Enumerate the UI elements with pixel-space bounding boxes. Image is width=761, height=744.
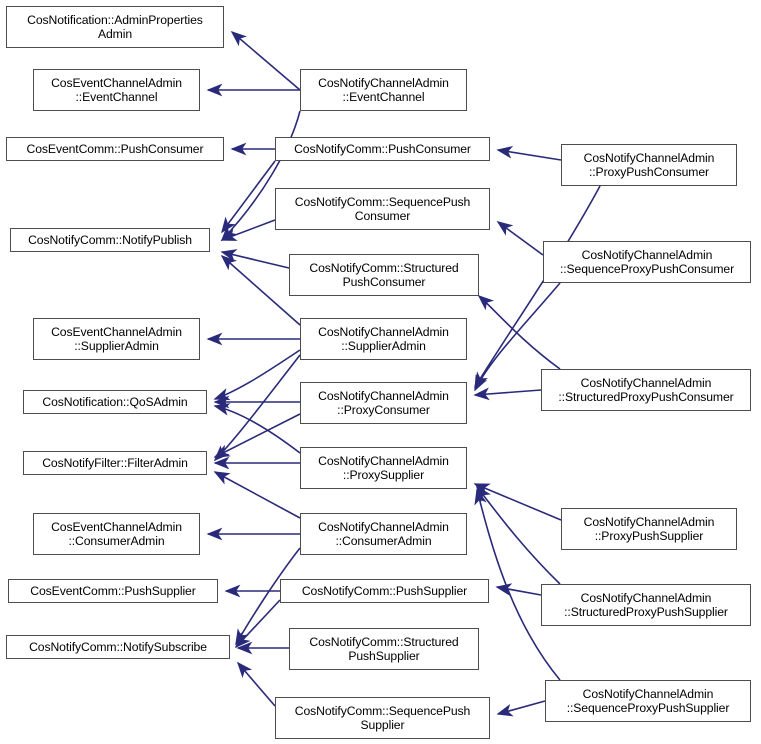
class-node[interactable]: CosNotifyChannelAdmin ::SequenceProxyPus… (543, 241, 751, 283)
class-node[interactable]: CosNotifyComm::SequencePush Supplier (275, 697, 490, 739)
class-node[interactable]: CosNotifyComm::Structured PushConsumer (289, 254, 479, 296)
class-node[interactable]: CosNotifyChannelAdmin ::ProxySupplier (300, 447, 467, 489)
inheritance-edge (236, 661, 276, 707)
inheritance-edge (213, 413, 301, 458)
class-node[interactable]: CosNotifyChannelAdmin ::StructuredProxyP… (541, 369, 751, 411)
inheritance-edge (221, 160, 276, 234)
inheritance-edge (496, 700, 546, 717)
class-node[interactable]: CosNotifyChannelAdmin ::ProxyPushSupplie… (561, 508, 737, 550)
inheritance-edge (213, 403, 301, 454)
class-node[interactable]: CosNotifyComm::Structured PushSupplier (289, 628, 479, 670)
class-node[interactable]: CosNotifyComm::NotifySubscribe (6, 635, 230, 659)
class-node[interactable]: CosNotifyChannelAdmin ::ConsumerAdmin (300, 513, 467, 555)
class-node[interactable]: CosNotifyComm::SequencePush Consumer (275, 188, 490, 230)
class-node[interactable]: CosNotification::AdminProperties Admin (6, 6, 224, 48)
class-node[interactable]: CosNotifyFilter::FilterAdmin (23, 451, 207, 475)
class-node[interactable]: CosNotifyChannelAdmin ::ProxyConsumer (300, 382, 467, 424)
inheritance-edge (496, 145, 562, 161)
class-node[interactable]: CosNotification::QoSAdmin (23, 390, 207, 414)
inheritance-edge (220, 219, 276, 241)
class-node[interactable]: CosNotifyChannelAdmin ::ProxyPushConsume… (561, 144, 737, 186)
class-node[interactable]: CosEventComm::PushConsumer (6, 137, 224, 161)
class-node[interactable]: CosEventChannelAdmin ::EventChannel (33, 69, 200, 111)
inheritance-edge (474, 185, 601, 389)
class-node[interactable]: CosEventChannelAdmin ::SupplierAdmin (33, 318, 200, 360)
inheritance-edge (230, 30, 301, 91)
inheritance-edge (220, 249, 290, 269)
inheritance-edge (495, 583, 542, 596)
class-node[interactable]: CosNotifyChannelAdmin ::SupplierAdmin (300, 318, 467, 360)
class-node[interactable]: CosNotifyComm::PushSupplier (280, 579, 489, 603)
inheritance-edge (477, 294, 561, 370)
class-node[interactable]: CosEventChannelAdmin ::ConsumerAdmin (33, 513, 200, 555)
class-node[interactable]: CosNotifyComm::NotifyPublish (10, 228, 210, 252)
inheritance-edge (496, 221, 544, 256)
inheritance-edge (213, 471, 301, 519)
class-node[interactable]: CosEventComm::PushSupplier (8, 579, 218, 603)
class-node[interactable]: CosNotifyComm::PushConsumer (275, 137, 490, 161)
class-node[interactable]: CosNotifyChannelAdmin ::StructuredProxyP… (541, 584, 751, 626)
inheritance-edge (473, 387, 542, 401)
inheritance-edge (213, 354, 301, 462)
class-node[interactable]: CosNotifyChannelAdmin ::EventChannel (300, 69, 467, 111)
inheritance-edge (234, 599, 281, 649)
inheritance-edge (476, 485, 561, 585)
class-node[interactable]: CosNotifyChannelAdmin ::SequenceProxyPus… (545, 680, 751, 722)
inheritance-edge (213, 349, 301, 401)
inheritance-edge (473, 483, 562, 521)
